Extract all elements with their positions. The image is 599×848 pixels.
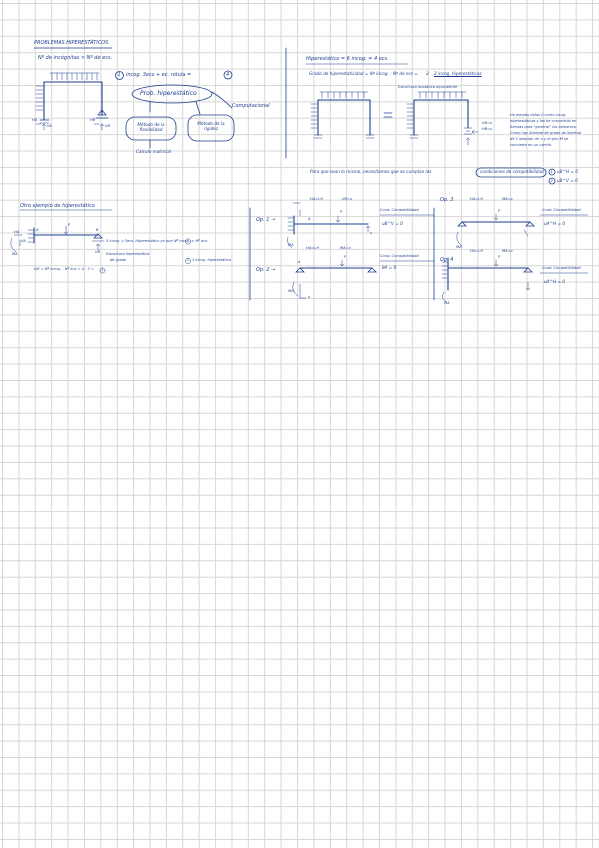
inc-text: 1 incog. hiperestática bbox=[192, 258, 231, 262]
reaction-label: MA bbox=[288, 289, 294, 293]
op2-sketch bbox=[292, 259, 435, 299]
load-label: P bbox=[68, 223, 71, 227]
node-rigidity: Método de la rigidez bbox=[197, 121, 225, 132]
compat-box: condiciones de compatibilidad bbox=[480, 169, 544, 174]
circle-mark bbox=[223, 70, 233, 80]
frame-sketch-2 bbox=[305, 63, 479, 146]
load-label: P bbox=[340, 210, 343, 214]
compat-intro: Para que sean lo mismo, necesitamos que … bbox=[310, 169, 432, 174]
op4-compat: Cond. Compatibilidad bbox=[542, 266, 581, 270]
note-line: Como hay libertad de grado de libertad bbox=[510, 131, 582, 135]
circle-number: 4 bbox=[226, 72, 230, 78]
reaction-label: HA bbox=[32, 118, 38, 122]
s2-title: Hiperestático = 6 incog. ≠ 4 ecs. bbox=[306, 56, 389, 62]
reaction-label: MA bbox=[12, 252, 18, 256]
vb-label: VB=x bbox=[482, 121, 493, 125]
op3-ma: MA=x bbox=[502, 197, 513, 201]
op1-sketch bbox=[287, 202, 435, 249]
node-computational: Computacional bbox=[232, 103, 270, 109]
node-label: B bbox=[96, 228, 99, 232]
unknown-label: x bbox=[308, 295, 311, 299]
op4-sketch bbox=[441, 257, 589, 303]
circle-mark bbox=[548, 177, 556, 185]
s3-title: Otro ejemplo de hiperestático bbox=[20, 203, 95, 209]
circle-number: 1 bbox=[117, 72, 121, 78]
inc-text: Estructura hiperestática bbox=[106, 252, 150, 256]
matrix-note: Cálculo matricial bbox=[136, 149, 172, 154]
note-line: de 2 desplaz. en x y el giro M se bbox=[510, 137, 569, 141]
op3-ha: HA=I.H bbox=[470, 197, 484, 201]
inc-text: de grado bbox=[110, 258, 127, 262]
rule-text: Nº de incógnitas > Nº de ecs. bbox=[38, 55, 113, 61]
hb-label: HB=y bbox=[482, 127, 493, 131]
compat-box-outline bbox=[475, 167, 547, 178]
reaction-label: HA bbox=[14, 230, 20, 234]
incog-text: incog. 3ecs + ec. rótula = bbox=[126, 72, 192, 78]
reaction-label: MA bbox=[288, 243, 294, 247]
node-flexibility: Método de la flexibilidad bbox=[137, 122, 165, 133]
reaction-label: MA bbox=[456, 245, 462, 249]
load-label: P bbox=[498, 255, 501, 259]
unknown-label: x bbox=[370, 231, 373, 235]
op1-label: Op. 1 → bbox=[256, 217, 276, 223]
node-label: A bbox=[308, 217, 311, 221]
node-label: A bbox=[298, 260, 301, 264]
op3-eq: uA^H = 0 bbox=[544, 221, 566, 226]
circle-number: 1 bbox=[550, 169, 553, 174]
circle-mark bbox=[115, 71, 124, 80]
op3-sketch bbox=[456, 213, 589, 247]
circle-number: 2 bbox=[550, 178, 553, 183]
circle-number: 1 bbox=[186, 258, 190, 263]
op2-compat: Cond. Compatibilidad bbox=[380, 254, 419, 258]
op4-ma: MA=x bbox=[502, 249, 513, 253]
note-line: convierte en un carrito. bbox=[510, 143, 553, 147]
note-line: fuerzas para "generar" los esfuerzos. bbox=[510, 125, 577, 129]
op4-eq: uA^H = 0 bbox=[544, 279, 566, 284]
circle-mark bbox=[548, 168, 556, 176]
reaction-label: HB bbox=[90, 118, 96, 122]
op4-label: Op. 4 bbox=[440, 257, 454, 263]
reaction-label: VB bbox=[95, 250, 100, 254]
op2-label: Op. 2 → bbox=[256, 267, 276, 273]
beam-sketch-s3 bbox=[10, 209, 191, 274]
op2-eq: θA = 0 bbox=[382, 265, 397, 270]
circle-number: 1 bbox=[101, 267, 104, 272]
op1-ha: HA=I.H bbox=[310, 197, 324, 201]
grade-tail: 2 incog. hiperestáticas bbox=[434, 71, 482, 76]
node-main: Prob. hiperestático bbox=[140, 90, 197, 97]
reaction-label: VA bbox=[21, 239, 26, 243]
frame-sketch-1 bbox=[35, 72, 109, 131]
op3-label: Op. 3 bbox=[440, 197, 454, 203]
load-label: P bbox=[344, 255, 347, 259]
op2-ha: HA=I.H bbox=[306, 246, 320, 250]
inc-text: 5 incog. y 3ecs. Hiperestático ya que Nº… bbox=[106, 239, 209, 243]
op4-ha: HA=I.H bbox=[470, 249, 484, 253]
op3-compat: Cond. Compatibilidad bbox=[542, 208, 581, 212]
reaction-label: VA bbox=[47, 124, 52, 128]
reaction-label: VB bbox=[105, 124, 110, 128]
gh-text: GH = Nº incog. - Nº ecs = 4 - 3 = bbox=[34, 267, 94, 271]
section-title: PROBLEMAS HIPERESTÁTICOS bbox=[34, 40, 109, 46]
node-label: A bbox=[36, 228, 39, 232]
compat-eq: uB^H = 0 bbox=[557, 169, 579, 174]
grade-text: Grado de hiperestaticidad = Nº incog. - … bbox=[309, 71, 418, 76]
mindmap-sketch bbox=[125, 84, 235, 149]
op1-eq: uB^V = 0 bbox=[382, 221, 403, 226]
op1-vb: VB=x bbox=[342, 197, 353, 201]
reaction-label: MA bbox=[444, 301, 450, 305]
load-label: P bbox=[498, 209, 501, 213]
iso-label: Estructura isostática equivalente bbox=[398, 85, 458, 89]
op2-mb: MA=x bbox=[340, 246, 351, 250]
op1-compat: Cond. Compatibilidad bbox=[380, 208, 419, 212]
grade-value: 2 bbox=[426, 71, 429, 76]
compat-eq: uB^V = 0 bbox=[557, 178, 578, 183]
note-line: hiperestáticas y las he convertido en bbox=[510, 119, 577, 123]
note-line: He elegido estas 2 como incog. bbox=[510, 113, 567, 117]
